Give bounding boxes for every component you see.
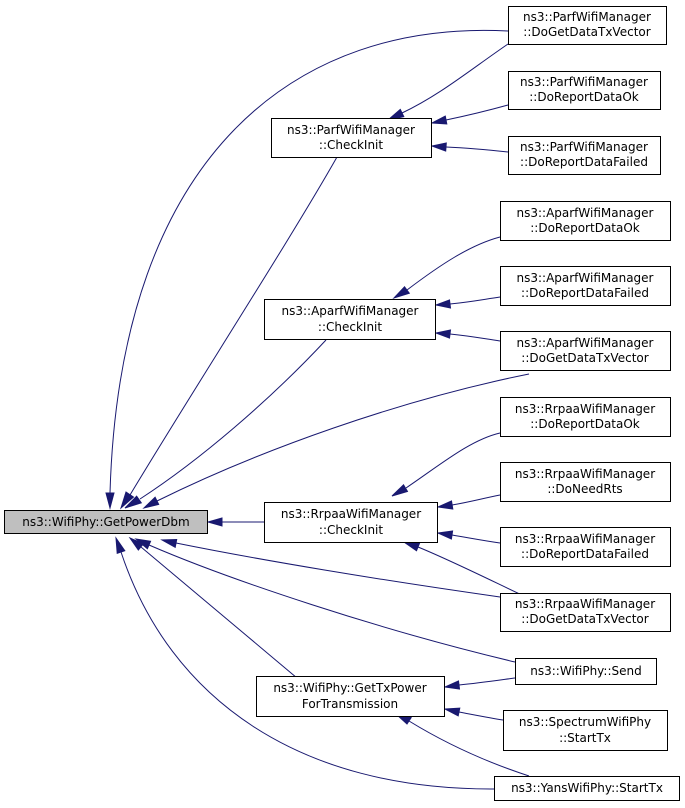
edge-spectrum-starttx-to-gettxpower <box>443 707 504 721</box>
node-rrpaa-doneedrts-line1: ns3::RrpaaWifiManager <box>515 467 655 481</box>
edge-rrpaa-doreportdatafailed-to-rrpaa-checkinit <box>436 530 501 544</box>
node-gettxpowerfortransmission[interactable]: ns3::WifiPhy::GetTxPower ForTransmission <box>256 676 445 717</box>
node-rrpaa-doreportdataok[interactable]: ns3::RrpaaWifiManager ::DoReportDataOk <box>500 397 671 437</box>
edge-parf-checkinit-to-getpowerdbm <box>119 156 338 510</box>
node-rrpaa-checkinit-line1: ns3::RrpaaWifiManager <box>281 507 421 521</box>
node-rrpaa-checkinit[interactable]: ns3::RrpaaWifiManager ::CheckInit <box>264 502 438 543</box>
edge-rrpaa-doneedrts-to-rrpaa-checkinit <box>436 494 501 510</box>
node-parf-doreportdataok[interactable]: ns3::ParfWifiManager ::DoReportDataOk <box>508 71 661 110</box>
node-rrpaa-doneedrts[interactable]: ns3::RrpaaWifiManager ::DoNeedRts <box>500 462 671 502</box>
edge-wifiphy-send-to-gettxpower <box>443 677 516 690</box>
node-wifiphy-send[interactable]: ns3::WifiPhy::Send <box>515 658 657 685</box>
node-aparf-checkinit-line2: ::CheckInit <box>318 320 382 334</box>
node-parf-dogetdatatxvector-line2: ::DoGetDataTxVector <box>523 25 650 39</box>
node-aparf-doreportdatafailed-line2: ::DoReportDataFailed <box>521 286 649 300</box>
node-parf-checkinit-line1: ns3::ParfWifiManager <box>287 123 415 137</box>
node-rrpaa-doreportdataok-line2: ::DoReportDataOk <box>530 417 640 431</box>
node-rrpaa-checkinit-line2: ::CheckInit <box>319 523 383 537</box>
edge-aparf-dogetdatatxvector-to-aparf-checkinit <box>434 329 501 342</box>
edge-parf-doreportdataok-to-parf-checkinit <box>430 104 509 125</box>
node-rrpaa-doreportdatafailed[interactable]: ns3::RrpaaWifiManager ::DoReportDataFail… <box>500 527 671 567</box>
edge-aparf-dogetdatatxvector-to-getpowerdbm <box>142 373 530 509</box>
node-parf-doreportdatafailed-line2: ::DoReportDataFailed <box>520 155 648 169</box>
node-parf-checkinit-line2: ::CheckInit <box>319 138 383 152</box>
node-rrpaa-dogetdatatxvector-line1: ns3::RrpaaWifiManager <box>515 597 655 611</box>
edge-parf-dogetdatatxvector-to-getpowerdbm <box>105 29 509 510</box>
node-yans-starttx-label: ns3::YansWifiPhy::StartTx <box>511 781 663 795</box>
node-gettxpower-line2: ForTransmission <box>302 697 398 711</box>
node-aparf-checkinit[interactable]: ns3::AparfWifiManager ::CheckInit <box>264 299 436 340</box>
edge-rrpaa-dogetdatatxvector-to-getpowerdbm <box>160 538 501 598</box>
node-rrpaa-dogetdatatxvector-line2: ::DoGetDataTxVector <box>521 612 648 626</box>
node-aparf-dogetdatatxvector[interactable]: ns3::AparfWifiManager ::DoGetDataTxVecto… <box>500 331 671 371</box>
node-rrpaa-doneedrts-line2: ::DoNeedRts <box>547 482 622 496</box>
node-parf-doreportdataok-line2: ::DoReportDataOk <box>529 90 639 104</box>
edge-aparf-doreportdatafailed-to-aparf-checkinit <box>434 296 501 309</box>
node-aparf-doreportdataok-line1: ns3::AparfWifiManager <box>516 206 653 220</box>
node-rrpaa-doreportdatafailed-line1: ns3::RrpaaWifiManager <box>515 532 655 546</box>
node-parf-doreportdatafailed-line1: ns3::ParfWifiManager <box>520 140 648 154</box>
edge-gettxpower-to-getpowerdbm <box>128 536 298 679</box>
node-parf-doreportdataok-line1: ns3::ParfWifiManager <box>520 75 648 89</box>
edge-aparf-checkinit-to-getpowerdbm <box>124 339 327 509</box>
edge-wifiphy-send-to-getpowerdbm <box>134 538 516 663</box>
node-spectrum-starttx-line2: ::StartTx <box>559 731 611 745</box>
node-aparf-dogetdatatxvector-line2: ::DoGetDataTxVector <box>521 351 648 365</box>
node-aparf-doreportdataok[interactable]: ns3::AparfWifiManager ::DoReportDataOk <box>500 201 671 241</box>
edge-rrpaa-checkinit-to-getpowerdbm <box>206 517 264 527</box>
node-rrpaa-doreportdatafailed-line2: ::DoReportDataFailed <box>521 547 649 561</box>
node-parf-checkinit[interactable]: ns3::ParfWifiManager ::CheckInit <box>271 118 432 158</box>
node-parf-dogetdatatxvector[interactable]: ns3::ParfWifiManager ::DoGetDataTxVector <box>508 6 667 45</box>
node-rrpaa-doreportdataok-line1: ns3::RrpaaWifiManager <box>515 402 655 416</box>
node-rrpaa-dogetdatatxvector[interactable]: ns3::RrpaaWifiManager ::DoGetDataTxVecto… <box>500 593 671 632</box>
node-yans-starttx[interactable]: ns3::YansWifiPhy::StartTx <box>494 776 680 801</box>
edge-rrpaa-doreportdataok-to-rrpaa-checkinit <box>391 432 501 497</box>
node-parf-doreportdatafailed[interactable]: ns3::ParfWifiManager ::DoReportDataFaile… <box>508 136 661 175</box>
edge-aparf-doreportdataok-to-aparf-checkinit <box>392 236 501 300</box>
node-aparf-doreportdatafailed-line1: ns3::AparfWifiManager <box>516 271 653 285</box>
node-aparf-dogetdatatxvector-line1: ns3::AparfWifiManager <box>516 336 653 350</box>
edge-parf-doreportdatafailed-to-parf-checkinit <box>430 142 509 153</box>
node-spectrum-starttx[interactable]: ns3::SpectrumWifiPhy ::StartTx <box>503 710 668 751</box>
node-aparf-doreportdatafailed[interactable]: ns3::AparfWifiManager ::DoReportDataFail… <box>500 266 671 306</box>
node-spectrum-starttx-line1: ns3::SpectrumWifiPhy <box>519 715 651 729</box>
node-wifiphy-send-label: ns3::WifiPhy::Send <box>530 664 641 678</box>
node-getpowerdbm-label: ns3::WifiPhy::GetPowerDbm <box>22 515 189 529</box>
edge-parf-dogetdatatxvector-to-parf-checkinit <box>387 43 509 121</box>
node-aparf-checkinit-line1: ns3::AparfWifiManager <box>281 304 418 318</box>
node-getpowerdbm[interactable]: ns3::WifiPhy::GetPowerDbm <box>4 510 208 534</box>
node-gettxpower-line1: ns3::WifiPhy::GetTxPower <box>273 681 426 695</box>
edge-yans-starttx-to-getpowerdbm <box>115 536 495 790</box>
node-parf-dogetdatatxvector-line1: ns3::ParfWifiManager <box>523 10 651 24</box>
edge-rrpaa-dogetdatatxvector-to-rrpaa-checkinit <box>402 541 527 598</box>
node-aparf-doreportdataok-line2: ::DoReportDataOk <box>530 221 640 235</box>
